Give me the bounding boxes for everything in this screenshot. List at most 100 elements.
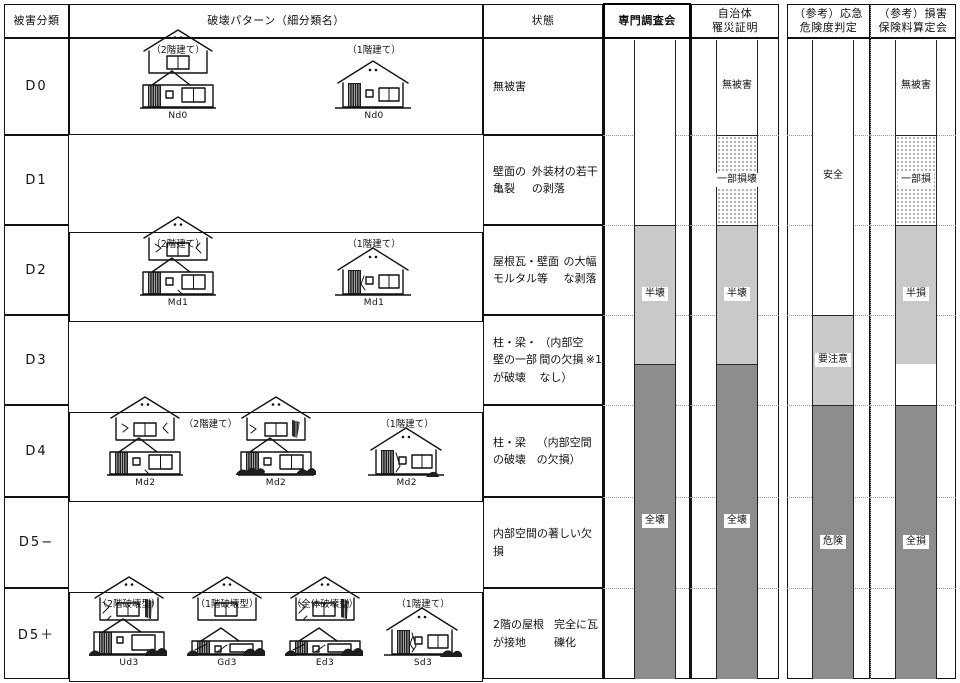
pattern-caption-band: （2階建て）（1階建て） (70, 42, 482, 56)
pattern-item: Md1 (138, 216, 218, 308)
bar-segment-emergency-危険: 危険 (813, 405, 853, 679)
category-cell-D0: D0 (4, 38, 69, 135)
pattern-caption-band: （2階建て）（1階建て） (70, 416, 482, 430)
state-line: （内部空間の欠損） (536, 435, 592, 466)
assessment-bar-insurance: 無被害一部損半損全損 (895, 40, 937, 679)
bar-segment-label: 全壊 (642, 514, 668, 529)
pattern-item: Nd0 (138, 29, 218, 121)
state-line: 2階の屋根が接地 (493, 618, 544, 649)
table-grid: 被害分類 破壊パターン（細分類名） 状態 専門調査会 自治体 罹災証明 （参考）… (4, 3, 956, 682)
pattern-item: Md2 (105, 396, 185, 488)
pattern-caption-band: （2階建て）（1階建て） (70, 236, 482, 250)
assessment-bar-expert: 半壊全壊 (634, 40, 676, 679)
assessment-bar-emergency: 安全要注意危険 (812, 40, 854, 679)
header-municipal-line1: 自治体 (717, 7, 753, 21)
house-illustration-house2-intact (138, 29, 218, 111)
pattern-caption: （2階建て） (183, 419, 238, 430)
house-illustration-house2-spall-b (235, 396, 316, 478)
pattern-code: Nd0 (168, 111, 188, 121)
bar-segment-municipal-半壊: 半壊 (717, 225, 757, 364)
state-cell-D3: 柱・梁・壁の一部が破壊（内部空間の欠損なし）※1 (483, 315, 603, 405)
pattern-code: Md2 (265, 478, 287, 488)
bar-column-top-rule (787, 38, 870, 39)
category-cell-D4: D4 (4, 405, 69, 497)
category-cell-D5minus: D5− (4, 497, 69, 588)
state-cell-D4: 柱・梁の破壊 （内部空間の欠損） (483, 405, 603, 497)
house-illustration-house1-d3-s (383, 607, 463, 658)
pattern-code: Sd3 (413, 658, 433, 668)
category-cell-D1: D1 (4, 135, 69, 225)
bar-segment-expert-全壊: 全壊 (635, 363, 675, 679)
bar-segment-label: 全壊 (724, 514, 750, 529)
house-illustration-house2-d3-g (187, 576, 267, 658)
bar-segment-label: 無被害 (722, 79, 752, 91)
state-line: 壁面の亀裂 (493, 164, 526, 195)
bar-segment-label: 安全 (823, 169, 843, 181)
bar-segment-municipal-全壊: 全壊 (717, 363, 757, 679)
bar-segment-insurance-全損: 全損 (896, 405, 936, 679)
pattern-item: Md2 (235, 396, 316, 488)
pattern-code: Ed3 (315, 658, 335, 668)
bar-segment-label: 半損 (903, 287, 929, 302)
state-line: 柱・梁・壁の一部が破壊 (493, 336, 537, 384)
bar-segment-expert-半壊: 半壊 (635, 225, 675, 364)
house-illustration-house1-spall (367, 427, 447, 478)
pattern-caption: （1階建て） (396, 599, 450, 610)
bar-segment-emergency-要注意: 要注意 (813, 315, 853, 405)
assessment-bar-municipal: 無被害一部損壊半壊全壊 (714, 40, 760, 679)
reference-column-divider (870, 5, 871, 38)
state-cell-D0: 無被害 (483, 38, 603, 135)
bar-segment-insurance-半損: 半損 (896, 225, 936, 364)
state-line: （内部空間の欠損なし） (539, 336, 584, 384)
state-cell-D5−: 内部空間の著しい欠損 (483, 497, 603, 588)
header-municipal-certificate: 自治体 罹災証明 (691, 4, 779, 38)
pattern-item: Ud3 (89, 576, 169, 668)
pattern-cell-D0: Nd0 Nd0 （2階建て）（1階建て） (69, 29, 483, 135)
pattern-item: Nd0 (334, 58, 414, 121)
pattern-caption: （全体破壊型） (291, 599, 359, 610)
state-line: 柱・梁の破壊 (493, 435, 526, 466)
bar-segment-expert-blank (635, 40, 675, 225)
pattern-code: Md2 (135, 478, 156, 488)
pattern-caption: （2階破壊型） (97, 599, 161, 610)
header-insurance-rating: （参考）損害 保険料算定会 (870, 4, 956, 38)
pattern-code: Nd0 (364, 111, 384, 121)
house-illustration-house1-intact (334, 58, 414, 111)
bar-segment-label: 一部損壊 (714, 173, 760, 187)
pattern-code: Md2 (396, 478, 417, 488)
pattern-code: Md1 (363, 298, 385, 308)
house-illustration-house2-d3-e (285, 576, 365, 658)
header-expert-council: 専門調査会 (603, 3, 691, 39)
header-emergency-risk: （参考）応急 危険度判定 (787, 4, 870, 38)
bar-segment-municipal-無被害: 無被害 (717, 40, 757, 135)
state-line: 完全に瓦礫化 (554, 618, 599, 649)
bar-segment-label: 半壊 (642, 287, 668, 302)
header-state: 状態 (483, 4, 603, 38)
house-illustration-house2-spall-a (105, 396, 185, 478)
bar-segment-label: 無被害 (901, 79, 931, 91)
reference-columns-divider-body (870, 38, 871, 679)
header-emergency-line1: （参考）応急 (794, 7, 863, 21)
header-municipal-line2: 罹災証明 (712, 21, 758, 34)
pattern-caption-band: （2階破壊型）（1階破壊型）（全体破壊型）（1階建て） (70, 596, 482, 610)
bar-segment-label: 半壊 (724, 287, 750, 302)
state-line: ※1 (585, 353, 602, 367)
header-emergency-line2: 危険度判定 (799, 21, 858, 34)
bar-segment-label: 要注意 (815, 353, 851, 367)
category-cell-D2: D2 (4, 225, 69, 315)
category-cell-D5plus: D5＋ (4, 588, 69, 679)
header-insurance-line2: 保険料算定会 (878, 21, 948, 34)
bar-segment-label: 全損 (903, 535, 929, 549)
house-illustration-house2-d3-u (89, 576, 169, 658)
pattern-item: Sd3 (383, 607, 463, 668)
state-cell-D5＋: 2階の屋根が接地完全に瓦礫化 (483, 588, 603, 679)
pattern-caption: （1階建て） (347, 239, 401, 250)
header-category: 被害分類 (4, 4, 69, 38)
bar-column-top-rule (870, 38, 956, 39)
pattern-caption: （1階建て） (347, 45, 401, 56)
category-cell-D3: D3 (4, 315, 69, 405)
bar-segment-insurance-無被害: 無被害 (896, 40, 936, 135)
